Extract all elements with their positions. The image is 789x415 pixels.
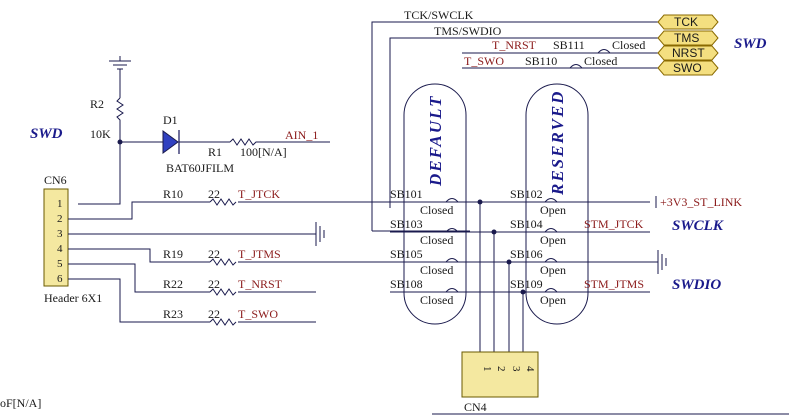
cn4-name: CN4: [464, 400, 487, 414]
net-stm-jtms: STM_JTMS: [584, 277, 644, 291]
sb103-state: Closed: [420, 233, 453, 247]
net-label-t-nrst-top: T_NRST: [492, 38, 537, 52]
r23-resistor: [209, 318, 237, 326]
oval-default: [403, 83, 467, 325]
net-stm-jtck: STM_JTCK: [584, 217, 644, 231]
swclk-label: SWCLK: [672, 218, 724, 234]
sb104-label: SB104: [510, 217, 543, 231]
signal-wires: [238, 201, 650, 323]
oval-reserved-label: RESERVED: [548, 90, 567, 196]
cn4-drop-wires: [479, 202, 524, 352]
r2-value: 10K: [90, 127, 111, 141]
r10-name: R10: [163, 187, 183, 201]
r1-name: R1: [208, 145, 222, 159]
bus-label-tck-swclk: TCK/SWCLK: [404, 8, 474, 22]
r1-value: 100[N/A]: [240, 145, 287, 159]
sb106-state: Open: [540, 263, 566, 277]
sb102-state: Open: [540, 203, 566, 217]
cn6-header-body: [43, 188, 69, 287]
ground-right: [650, 250, 667, 274]
bus-label-tms-swdio: TMS/SWDIO: [434, 24, 502, 38]
ground-cn6: [310, 222, 325, 246]
r10-resistor: [209, 198, 237, 206]
sb109-label: SB109: [510, 277, 543, 291]
cn4-pin-4: 4: [524, 366, 536, 372]
sb110-state: Closed: [584, 54, 617, 68]
port-swo: SWO: [657, 60, 719, 76]
d1-diode: [162, 130, 180, 154]
r19-name: R19: [163, 247, 183, 261]
net-t-swo: T_SWO: [238, 307, 278, 321]
cn4-connector-body: [461, 351, 539, 398]
swd-title-right: SWD: [734, 36, 767, 52]
sb105-state: Closed: [420, 263, 453, 277]
r22-name: R22: [163, 277, 183, 291]
d1-name: D1: [163, 113, 178, 127]
sb104-state: Open: [540, 233, 566, 247]
oval-default-label: DEFAULT: [426, 95, 445, 187]
d1-part: BAT60JFILM: [166, 161, 234, 175]
net-3v3-st-link: +3V3_ST_LINK: [660, 195, 742, 209]
sb110-bridge: [569, 64, 583, 69]
sb111-state: Closed: [612, 38, 645, 52]
oval-reserved: [525, 83, 589, 325]
sb103-label: SB103: [390, 217, 423, 231]
sb106-label: SB106: [510, 247, 543, 261]
cn6-pin-6: 6: [57, 273, 63, 285]
net-label-t-swo-top: T_SWO: [464, 54, 504, 68]
sb105-label: SB105: [390, 247, 423, 261]
r22-value: 22: [208, 277, 220, 291]
net-t-jtck: T_JTCK: [238, 187, 280, 201]
net-t-nrst: T_NRST: [238, 277, 283, 291]
r19-resistor: [209, 258, 237, 266]
swdio-label: SWDIO: [672, 277, 721, 293]
cn6-pin-5: 5: [57, 258, 63, 270]
r22-resistor: [209, 288, 237, 296]
swd-title-left: SWD: [30, 126, 63, 142]
sb111-bridge: [597, 49, 611, 54]
cn6-pin-4: 4: [57, 243, 63, 255]
r2-name: R2: [90, 97, 104, 111]
svg-text:TMS: TMS: [674, 31, 699, 45]
port-tms: TMS: [657, 30, 719, 46]
cn6-name: CN6: [44, 173, 67, 187]
cn4-pin-2: 2: [495, 366, 507, 372]
r19-value: 22: [208, 247, 220, 261]
cn6-pin-2: 2: [57, 213, 63, 225]
bottom-fragment-text: oF[N/A]: [0, 396, 41, 410]
cn6-pin-3: 3: [57, 228, 63, 240]
port-tck: TCK: [657, 14, 719, 30]
sb109-state: Open: [540, 293, 566, 307]
svg-text:SWO: SWO: [673, 61, 702, 75]
net-ain-1: AIN_1: [285, 128, 318, 142]
port-nrst: NRST: [657, 45, 719, 61]
svg-text:NRST: NRST: [672, 46, 705, 60]
ground-top: [109, 56, 131, 98]
top-bus-wires: [371, 21, 658, 232]
sb101-label: SB101: [390, 187, 423, 201]
r2-resistor: [116, 97, 124, 142]
sb108-label: SB108: [390, 277, 423, 291]
r1-resistor: [229, 138, 330, 146]
sb111-label: SB111: [553, 38, 585, 52]
sb101-state: Closed: [420, 203, 453, 217]
svg-text:TCK: TCK: [674, 15, 698, 29]
cn6-pin-1: 1: [57, 198, 63, 210]
cn4-pin-3: 3: [510, 366, 522, 372]
bridge-arcs: [445, 198, 558, 293]
cn6-part: Header 6X1: [44, 291, 102, 305]
r23-value: 22: [208, 307, 220, 321]
r10-value: 22: [208, 187, 220, 201]
r23-name: R23: [163, 307, 183, 321]
sb110-label: SB110: [525, 54, 557, 68]
cn6-pin-wires: [68, 201, 310, 323]
cn4-pin-1: 1: [481, 366, 493, 372]
sb102-label: SB102: [510, 187, 543, 201]
net-t-jtms: T_JTMS: [238, 247, 281, 261]
sb108-state: Closed: [420, 293, 453, 307]
